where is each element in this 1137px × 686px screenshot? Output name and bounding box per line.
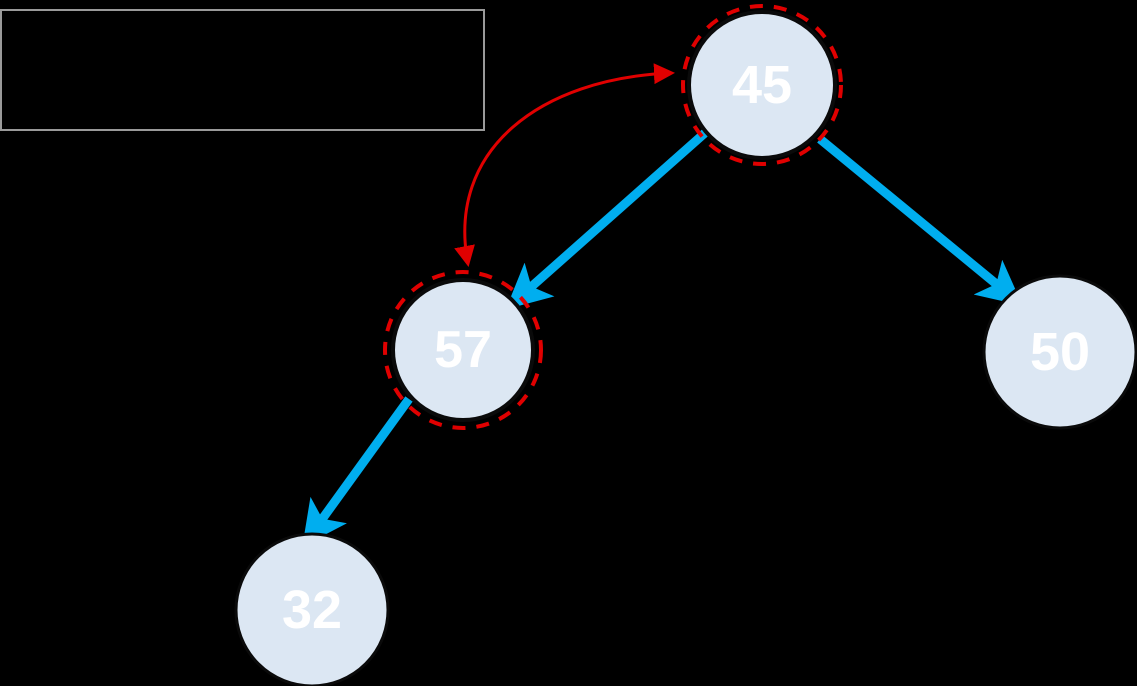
edge-57-to-32 bbox=[302, 396, 413, 547]
node-circle-57[interactable] bbox=[391, 278, 535, 422]
status-info-panel bbox=[0, 9, 485, 131]
tree-node-45[interactable] bbox=[681, 4, 843, 166]
node-circle-45[interactable] bbox=[687, 10, 837, 160]
swap-arc-45-57 bbox=[454, 63, 675, 267]
node-circle-50[interactable] bbox=[982, 274, 1137, 430]
node-highlight-ring-45 bbox=[681, 4, 843, 166]
node-highlight-ring-57 bbox=[383, 270, 543, 430]
nodes-layer bbox=[234, 4, 1137, 686]
edge-45-to-50 bbox=[817, 135, 1023, 306]
tree-node-32[interactable] bbox=[234, 532, 390, 686]
tree-node-50[interactable] bbox=[982, 274, 1137, 430]
swap-arc-layer bbox=[454, 63, 675, 267]
tree-node-57[interactable] bbox=[383, 270, 543, 430]
node-circle-32[interactable] bbox=[234, 532, 390, 686]
edge-45-to-57 bbox=[505, 128, 709, 310]
